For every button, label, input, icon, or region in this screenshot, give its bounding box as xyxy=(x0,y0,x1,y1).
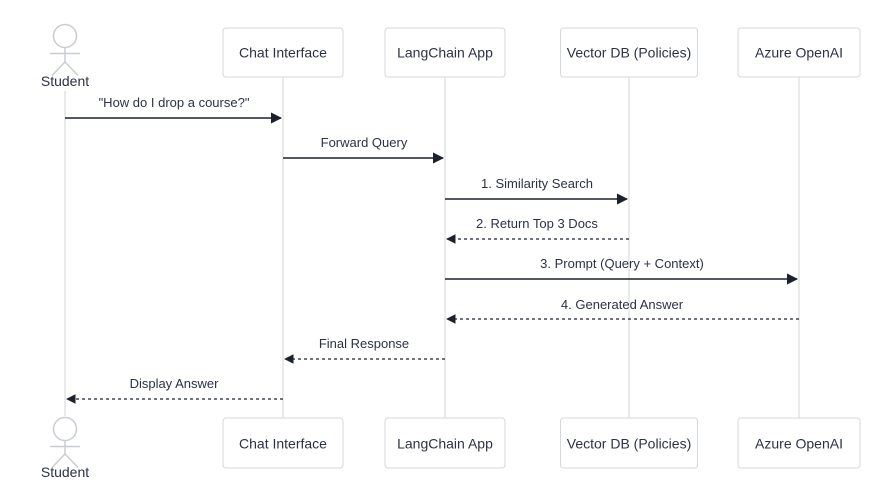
participant-chat-interface-top: Chat Interface xyxy=(222,27,344,78)
message-return-top-3-docs: 2. Return Top 3 Docs xyxy=(446,216,629,244)
actor-student-bottom: Student xyxy=(41,416,89,480)
participant-label: Vector DB (Policies) xyxy=(567,436,691,452)
participant-box xyxy=(222,417,344,469)
participant-label: Chat Interface xyxy=(239,45,327,61)
participant-label: Vector DB (Policies) xyxy=(567,45,691,61)
participant-label: Chat Interface xyxy=(239,436,327,452)
participant-vector-db-bottom: Vector DB (Policies) xyxy=(560,417,698,469)
message-label: 3. Prompt (Query + Context) xyxy=(540,256,704,271)
actor-head-icon xyxy=(52,23,78,49)
participant-langchain-app-top: LangChain App xyxy=(384,27,506,78)
message-generated-answer: 4. Generated Answer xyxy=(446,297,799,324)
actor-leg-icon xyxy=(64,61,79,77)
message-label: 1. Similarity Search xyxy=(481,176,593,191)
participant-langchain-app-bottom: LangChain App xyxy=(384,417,506,469)
message-label: 4. Generated Answer xyxy=(561,297,684,312)
message-forward-query: Forward Query xyxy=(283,135,445,164)
actor-leg-icon xyxy=(64,453,79,469)
actor-leg-icon xyxy=(51,453,66,469)
participant-box xyxy=(737,27,861,78)
participant-box xyxy=(384,27,506,78)
participant-azure-openai-top: Azure OpenAI xyxy=(737,27,861,78)
message-label: Forward Query xyxy=(321,135,408,150)
participant-box xyxy=(222,27,344,78)
participant-vector-db-top: Vector DB (Policies) xyxy=(560,27,698,78)
message-prompt-query-context: 3. Prompt (Query + Context) xyxy=(445,256,799,285)
participant-azure-openai-bottom: Azure OpenAI xyxy=(737,417,861,469)
participant-chat-interface-bottom: Chat Interface xyxy=(222,417,344,469)
message-label: Final Response xyxy=(319,336,409,351)
message-how-do-i-drop-a-course: "How do I drop a course?" xyxy=(65,95,283,124)
participant-box xyxy=(560,27,698,78)
actor-student-top: Student xyxy=(41,23,89,89)
message-label: 2. Return Top 3 Docs xyxy=(476,216,598,231)
message-similarity-search: 1. Similarity Search xyxy=(445,176,629,205)
message-display-answer: Display Answer xyxy=(66,376,283,404)
message-final-response: Final Response xyxy=(284,336,445,364)
actor-head-icon xyxy=(52,416,78,442)
participant-box xyxy=(560,417,698,469)
actor-label: Student xyxy=(41,73,89,89)
actor-leg-icon xyxy=(51,61,66,77)
actor-label: Student xyxy=(41,464,89,480)
participant-box xyxy=(737,417,861,469)
participant-label: LangChain App xyxy=(397,436,493,452)
message-label: Display Answer xyxy=(130,376,220,391)
participant-box xyxy=(384,417,506,469)
participant-label: Azure OpenAI xyxy=(755,436,843,452)
message-label: "How do I drop a course?" xyxy=(99,95,250,110)
participant-label: Azure OpenAI xyxy=(755,45,843,61)
participant-label: LangChain App xyxy=(397,45,493,61)
